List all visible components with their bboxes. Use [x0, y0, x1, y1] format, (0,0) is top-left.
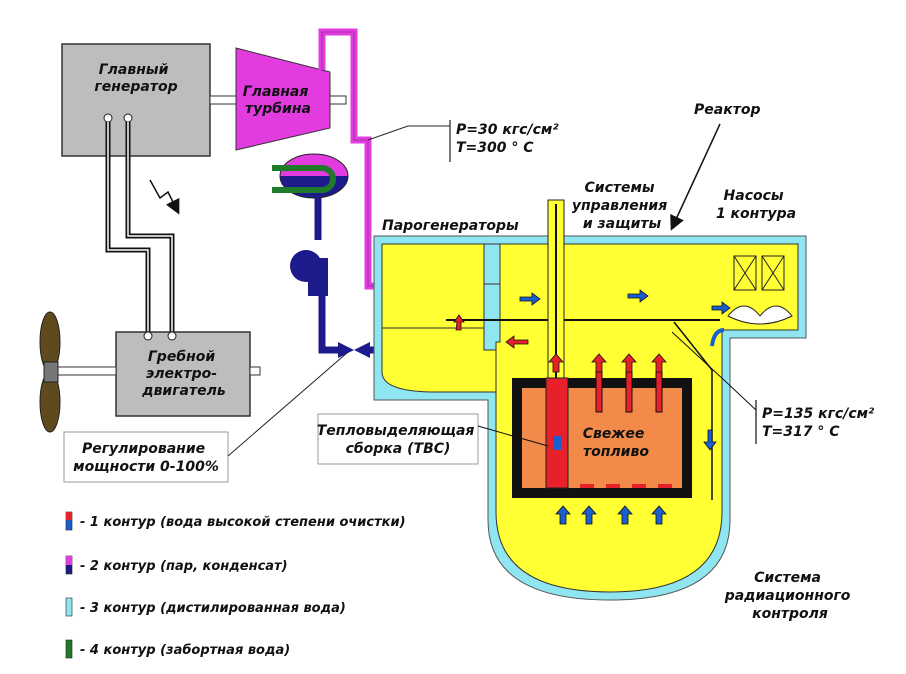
fuel-assembly-marker	[553, 436, 561, 450]
condenser	[272, 153, 349, 199]
reactor-params-leader	[671, 331, 725, 381]
motor-terminal	[167, 331, 177, 341]
legend-item-loop1: - 1 контур (вода высокой степени очистки…	[65, 511, 406, 531]
generator-terminal	[103, 113, 113, 123]
reactor-label: Реактор	[694, 102, 760, 118]
core-bottom-slots	[580, 484, 672, 488]
fuel-assembly	[545, 377, 569, 489]
generator-terminal	[123, 113, 133, 123]
reactor-pointer	[670, 123, 721, 231]
radiation-control-label: Система радиационного контроля	[724, 570, 856, 622]
main-turbine-label: Главная турбина	[243, 84, 313, 117]
cold-flow-arrows	[519, 289, 731, 525]
pump-outlet-arrow	[710, 328, 725, 347]
fresh-fuel-label: Свежее топливо	[583, 426, 650, 460]
main-turbine	[235, 47, 331, 151]
propeller-shaft	[55, 366, 117, 376]
legend-item-loop2: - 2 контур (пар, конденсат)	[65, 555, 288, 575]
turbine-params-leader	[367, 125, 450, 141]
power-regulation-leader	[227, 351, 349, 457]
fuel-assembly-leader	[477, 425, 549, 447]
regulating-valve	[338, 342, 370, 358]
reactor-params-leader-2	[723, 379, 757, 411]
propulsion-motor-label: Гребной электро- двигатель	[141, 349, 226, 399]
turbine-shaft	[329, 95, 347, 105]
feedwater-line	[318, 296, 346, 354]
propeller-icon	[39, 311, 61, 433]
steam-generator-lower	[381, 327, 499, 393]
steam-generator-upper	[381, 243, 485, 329]
legend: - 1 контур (вода высокой степени очистки…	[65, 511, 406, 659]
svg-text:- 3 контур (дистилированная во: - 3 контур (дистилированная вода)	[80, 601, 346, 616]
svg-text:- 1 контур (вода высокой степе: - 1 контур (вода высокой степени очистки…	[80, 515, 406, 530]
legend-item-loop3: - 3 контур (дистилированная вода)	[65, 597, 346, 617]
power-cables-inner	[107, 122, 173, 335]
motor-terminal	[143, 331, 153, 341]
turbine-params-label: P=30 кгс/см² T=300 ° C	[456, 122, 563, 156]
propulsion-motor	[115, 331, 251, 417]
reactor-params-label: P=135 кгс/см² T=317 ° C	[762, 406, 879, 440]
vessel-divider	[483, 243, 501, 285]
control-systems-label: Системы управления и защиты	[572, 180, 672, 232]
main-generator-label: Главный генератор	[94, 62, 177, 95]
svg-text:- 2 контур (пар, конденсат): - 2 контур (пар, конденсат)	[80, 559, 288, 574]
fuel-assembly-box	[317, 413, 479, 465]
legend-item-loop4: - 4 контур (забортная вода)	[65, 639, 290, 659]
lightning-icon	[149, 179, 180, 215]
fuel-assembly-label: Тепловыделяющая сборка (ТВС)	[317, 423, 480, 457]
hot-flow-arrows	[453, 314, 667, 373]
power-regulation-box	[63, 431, 229, 483]
main-generator	[61, 43, 211, 157]
primary-pumps	[727, 255, 793, 325]
motor-shaft-end	[249, 366, 261, 376]
steam-generators-label: Парогенераторы	[382, 218, 519, 234]
pumps-label: Насосы 1 контура	[716, 188, 796, 222]
downcomer-line	[673, 321, 713, 371]
condensate-pump	[290, 250, 328, 296]
power-regulation-label: Регулирование мощности 0-100%	[73, 441, 219, 475]
svg-text:- 4 контур (забортная вода): - 4 контур (забортная вода)	[80, 643, 290, 658]
